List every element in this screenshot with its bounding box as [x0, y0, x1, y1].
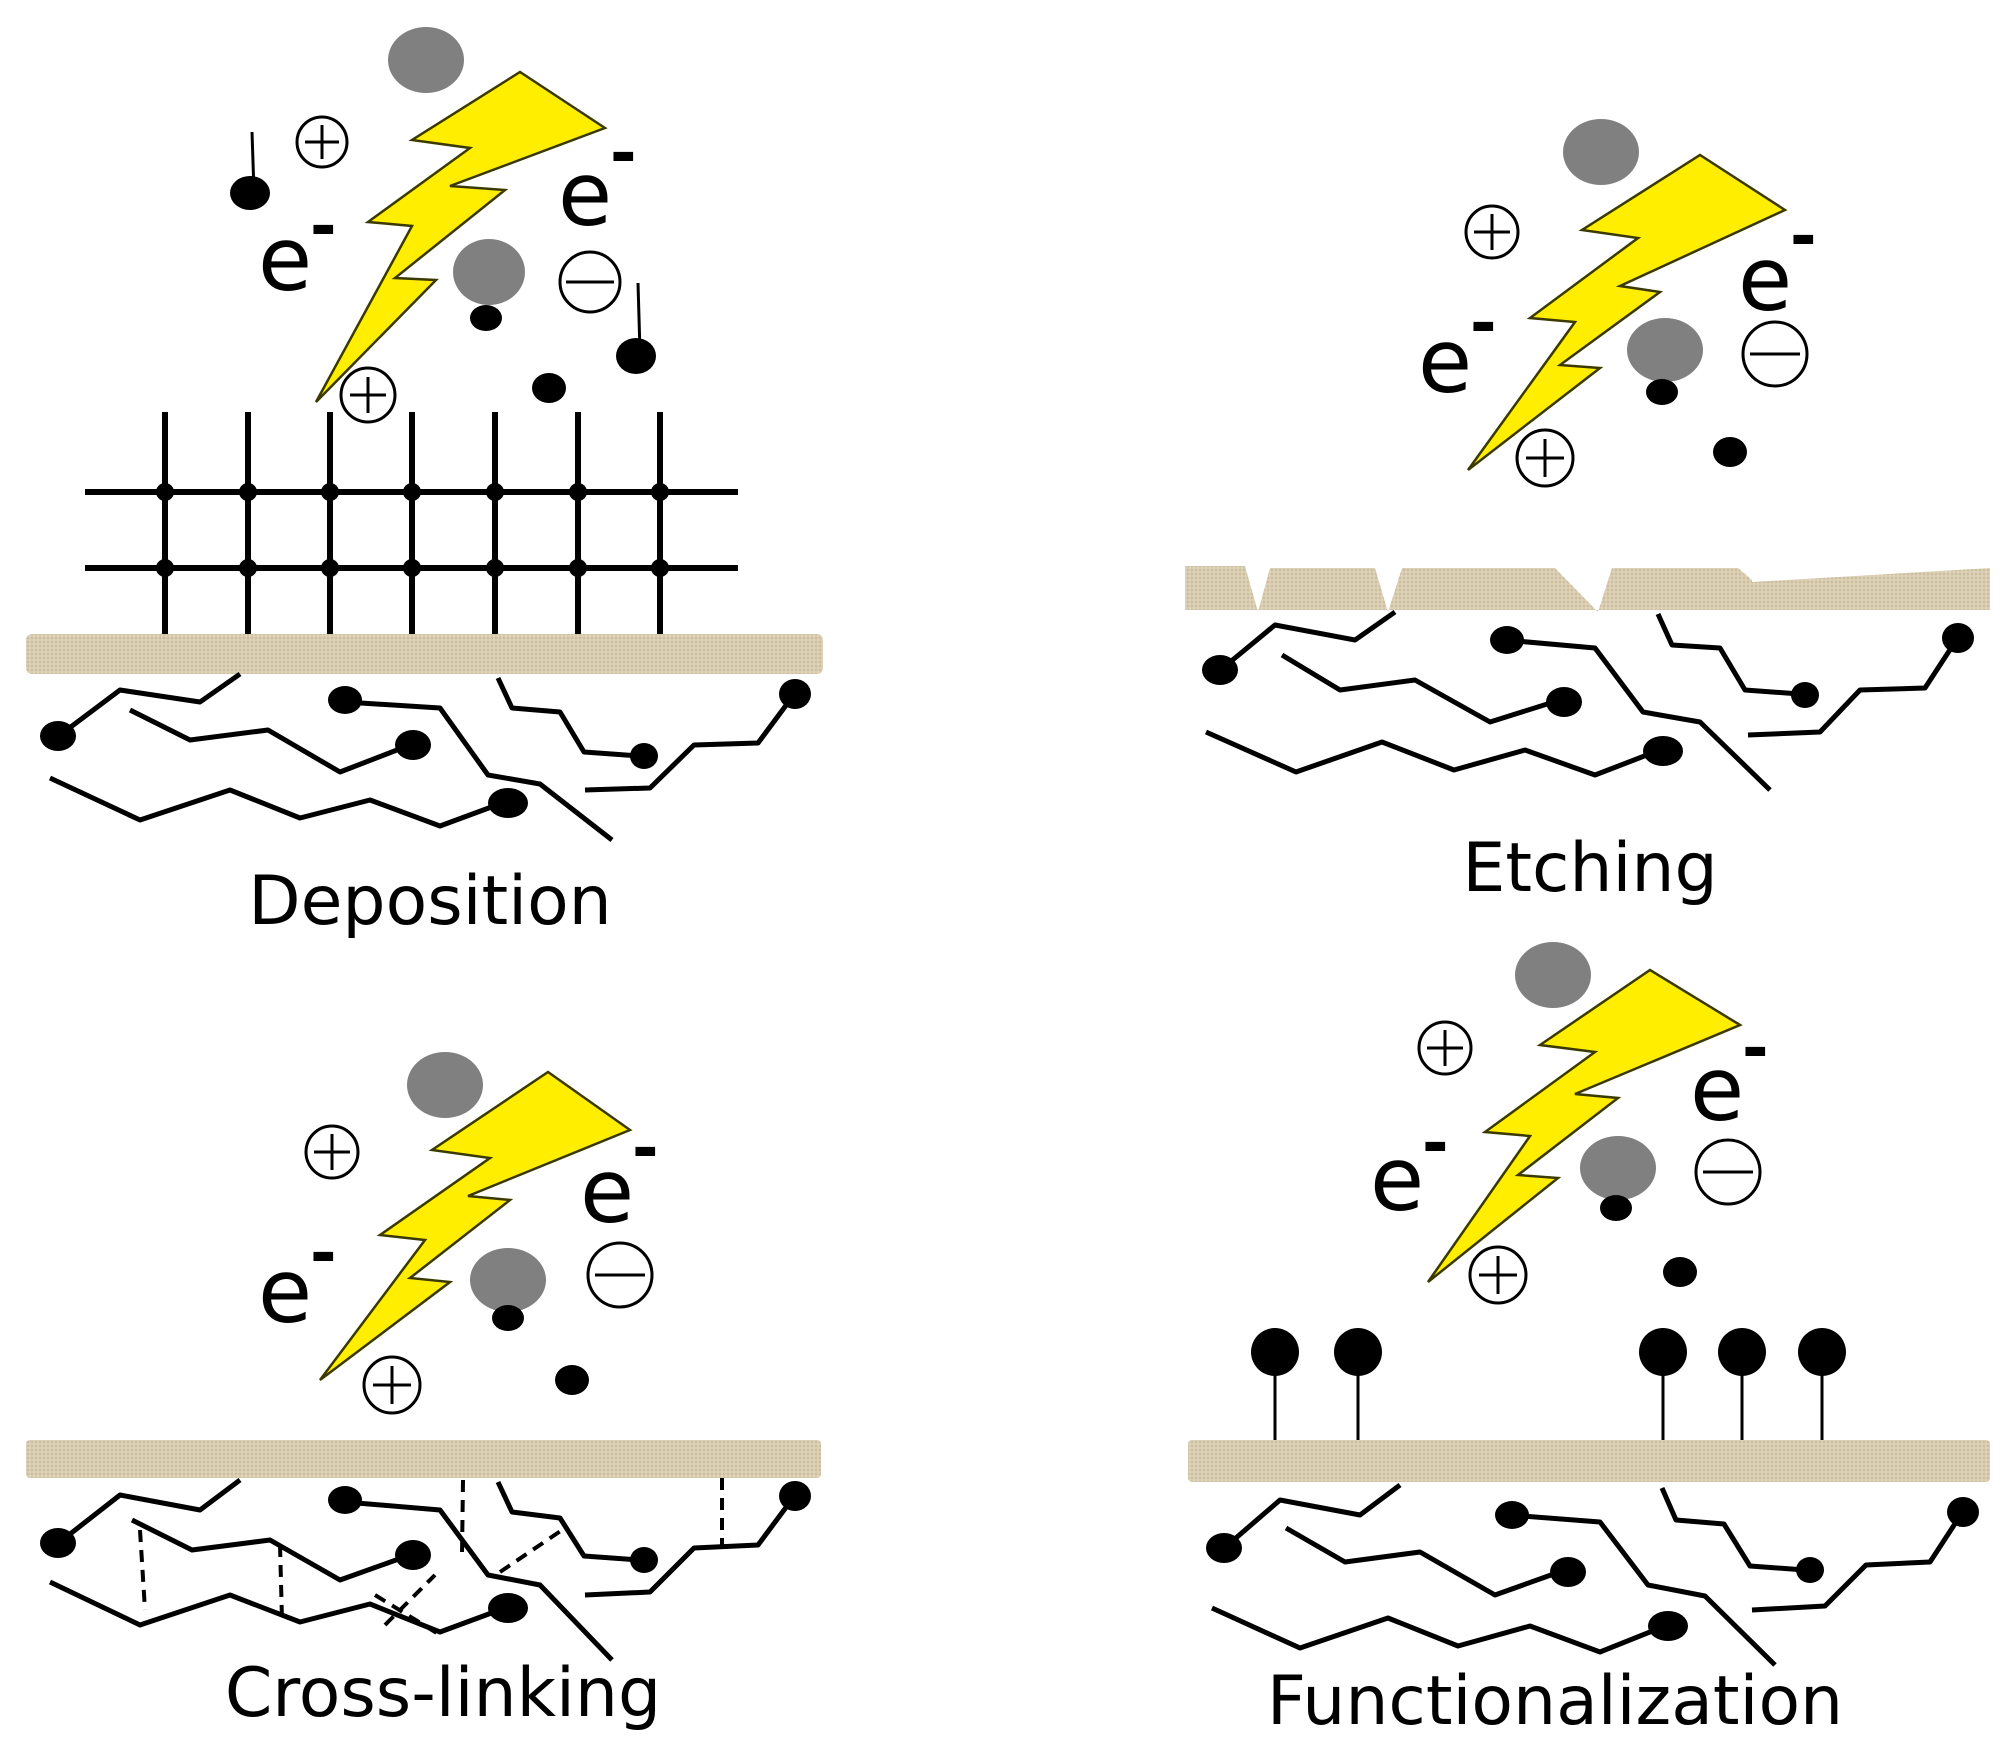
lightning-bolt-icon [314, 70, 608, 403]
radical-icon [470, 305, 502, 331]
plasma-cloud: e - e - [1370, 942, 1769, 1305]
positive-ion-icon [362, 1355, 422, 1415]
neutral-particle-icon [1580, 1136, 1656, 1200]
network-nodes [156, 483, 669, 577]
panel-label-functionalization: Functionalization [1266, 1662, 1844, 1741]
radical-icon [1646, 379, 1678, 405]
panel-cross-linking: e - e - [26, 1052, 821, 1662]
svg-text:-: - [632, 1112, 659, 1186]
svg-text:-: - [310, 190, 337, 264]
neutral-particle-icon [453, 239, 525, 305]
positive-ion-icon [1468, 1245, 1528, 1305]
radical-icon [1600, 1195, 1632, 1221]
svg-text:e: e [258, 208, 312, 311]
functional-groups [1251, 1328, 1846, 1445]
polymer-chains [40, 1478, 811, 1662]
svg-text:-: - [310, 1217, 337, 1291]
panel-label-etching: Etching [1462, 829, 1718, 908]
positive-ion-icon [304, 1124, 360, 1180]
plasma-cloud: e - e - [1418, 119, 1817, 488]
svg-text:e: e [258, 1240, 312, 1343]
surface-substrate-icon [1188, 1440, 1990, 1482]
panel-etching: e - e - [1185, 119, 1990, 792]
svg-text:-: - [1742, 1012, 1769, 1086]
radical-icon [230, 176, 270, 210]
negative-ion-icon [586, 1241, 654, 1309]
svg-text:e: e [1418, 310, 1472, 413]
positive-ion-icon [339, 366, 397, 424]
svg-text:-: - [1422, 1107, 1449, 1181]
negative-ion-icon [1741, 320, 1809, 388]
deposited-network [85, 412, 738, 640]
polymer-chains [40, 671, 811, 842]
electron-label: e - [1690, 1012, 1769, 1141]
functional-group-icon [1251, 1328, 1299, 1445]
svg-text:e: e [1370, 1128, 1424, 1231]
radical-icon [555, 1365, 589, 1395]
lightning-bolt-icon [1466, 153, 1788, 471]
electron-label: e - [1738, 200, 1817, 331]
positive-ion-icon [1515, 428, 1575, 488]
positive-ion-icon [1464, 204, 1520, 260]
lightning-bolt-icon [1426, 968, 1743, 1283]
radical-icon [616, 338, 656, 374]
panel-label-deposition: Deposition [248, 862, 612, 941]
electron-label: e - [558, 117, 637, 246]
radical-icon [1713, 437, 1747, 467]
functional-group-icon [1718, 1328, 1766, 1445]
radical-icon [1663, 1257, 1697, 1287]
neutral-particle-icon [470, 1248, 546, 1312]
neutral-particle-icon [1627, 318, 1703, 382]
electron-label: e - [258, 190, 337, 311]
electron-label: e - [258, 1217, 337, 1343]
radical-icon [492, 1305, 524, 1331]
electron-label: e - [580, 1112, 659, 1243]
panel-label-cross-linking: Cross-linking [224, 1654, 662, 1733]
functional-group-icon [1639, 1328, 1687, 1445]
svg-text:e: e [580, 1140, 634, 1243]
svg-text:-: - [610, 117, 637, 191]
positive-ion-icon [1417, 1020, 1473, 1076]
crosslink-icon [138, 1478, 724, 1637]
etch-pit-icon [1752, 566, 1990, 582]
svg-text:e: e [1690, 1038, 1744, 1141]
panel-deposition: e - e - [26, 27, 823, 842]
polymer-chains [1202, 609, 1974, 792]
surface-substrate-icon [26, 1440, 821, 1478]
svg-text:-: - [1790, 200, 1817, 274]
polymer-chains [1206, 1483, 1979, 1667]
surface-substrate-icon [1185, 566, 1990, 612]
positive-ion-icon [295, 115, 349, 169]
neutral-particle-icon [388, 27, 464, 93]
plasma-cloud: e - e - [258, 1052, 659, 1415]
lightning-bolt-icon [319, 1070, 633, 1381]
panel-functionalization: e - e - [1188, 942, 1990, 1667]
neutral-particle-icon [1515, 942, 1591, 1008]
functional-group-icon [1798, 1328, 1846, 1445]
electron-label: e - [1370, 1107, 1449, 1231]
svg-text:e: e [558, 143, 612, 246]
neutral-particle-icon [1563, 119, 1639, 185]
electron-label: e - [1418, 287, 1497, 413]
negative-ion-icon [1694, 1138, 1762, 1206]
negative-ion-icon [558, 250, 622, 314]
functional-group-icon [1334, 1328, 1382, 1445]
svg-text:e: e [1738, 228, 1792, 331]
neutral-particle-icon [407, 1052, 483, 1118]
radical-icon [532, 373, 566, 403]
plasma-cloud: e - e - [230, 27, 656, 424]
svg-text:-: - [1470, 287, 1497, 361]
surface-substrate-icon [26, 634, 823, 674]
